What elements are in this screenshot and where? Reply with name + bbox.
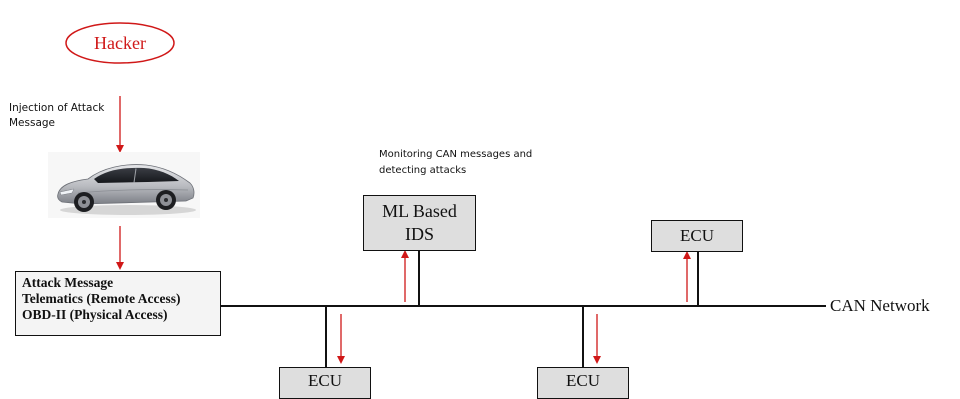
injection-note: Injection of Attack Message — [9, 101, 104, 131]
source-line-obd: OBD-II (Physical Access) — [22, 307, 168, 322]
ids-line1: ML Based — [382, 201, 457, 221]
ml-ids-box: ML Based IDS — [363, 195, 476, 251]
ecu-box-bottom-mid: ECU — [537, 367, 629, 399]
injection-note-line2: Message — [9, 117, 56, 129]
hacker-ellipse — [65, 22, 175, 64]
attack-source-box: Attack Message Telematics (Remote Access… — [15, 271, 221, 336]
source-line-attack-message: Attack Message — [22, 275, 114, 290]
diagram-lines — [65, 22, 826, 371]
injection-note-line1: Injection of Attack — [9, 102, 105, 114]
monitoring-note-line2: detecting attacks — [379, 165, 467, 176]
hacker-label: Hacker — [94, 33, 146, 53]
ecu-box-top-right: ECU — [651, 220, 743, 252]
monitoring-note-line1: Monitoring CAN messages and — [379, 149, 533, 160]
can-network-label: CAN Network — [830, 296, 930, 315]
ids-line2: IDS — [404, 224, 434, 244]
monitoring-note: Monitoring CAN messages and detecting at… — [379, 147, 532, 179]
car-image — [48, 152, 200, 218]
source-line-telematics: Telematics (Remote Access) — [22, 291, 181, 306]
ecu-box-bottom-left: ECU — [279, 367, 371, 399]
